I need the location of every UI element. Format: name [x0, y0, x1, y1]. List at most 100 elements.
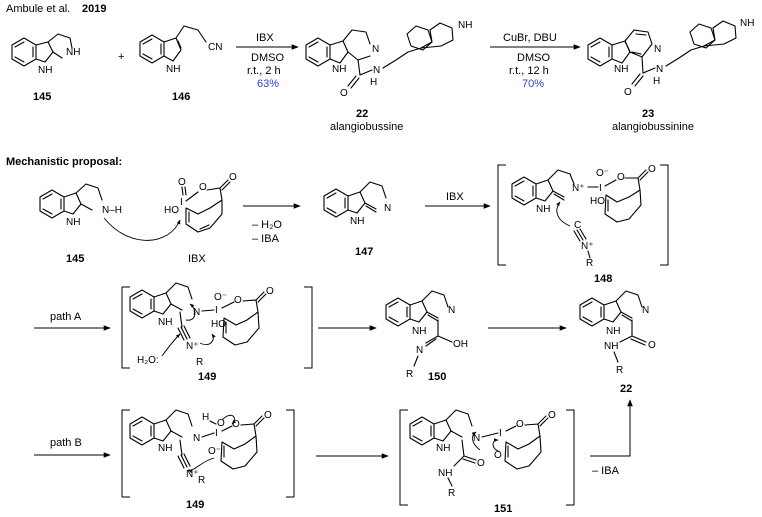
atom-label: NH [740, 18, 754, 29]
plus-sign: + [118, 51, 124, 63]
atom-label: O [624, 87, 632, 98]
atom-label: O [494, 450, 502, 461]
atom-label: N [656, 64, 663, 75]
compound-149-path-b: N I H O O⁻ O O NH N⁺ R [121, 409, 295, 498]
final-loss-iba: – IBA [592, 465, 620, 477]
atom-label: HO [211, 319, 226, 330]
mech2-reagent: IBX [446, 191, 464, 203]
step2-reagent: CuBr, DBU [503, 32, 557, 44]
atom-label: O [617, 172, 625, 183]
atom-label: NH [606, 326, 620, 337]
atom-label: N [384, 203, 391, 214]
compound-149-path-a: N I O⁻ HO O O NH N⁺ R H₂O: [121, 282, 313, 369]
path-b-final-arrow [590, 399, 633, 457]
atom-label: H [202, 412, 209, 423]
atom-label: I [599, 183, 602, 194]
atom-label: C [574, 220, 581, 231]
atom-label: O [199, 182, 207, 193]
compound-147: N NH [323, 181, 391, 227]
atom-label: I [180, 197, 183, 208]
atom-label: NH [350, 216, 364, 227]
step2-conditions: r.t., 12 h [509, 65, 549, 77]
atom-label: NH [614, 64, 628, 75]
compound-number-146: 146 [172, 91, 190, 103]
compound-151: N I O O O NH O NH R [399, 409, 575, 506]
atom-label: NH [604, 341, 618, 352]
atom-label: O [178, 177, 186, 188]
atom-label: N⁺ [186, 469, 199, 480]
atom-label: O⁻ [208, 446, 221, 457]
atom-label: I [499, 428, 502, 439]
atom-label: NH [158, 317, 172, 328]
atom-label: O [548, 410, 556, 421]
atom-label: N⁺ [572, 183, 585, 194]
ibx-label: IBX [188, 253, 206, 265]
atom-label: N [416, 345, 423, 356]
compound-number-147: 147 [355, 246, 373, 258]
atom-label: O [234, 295, 242, 306]
atom-label: O [232, 419, 240, 430]
atom-label: N [654, 44, 661, 55]
compound-145-mechanism: N–H NH [39, 183, 181, 241]
atom-label: O⁻ [596, 168, 609, 179]
atom-label: N⁺ [186, 341, 199, 352]
path-b-label: path B [50, 437, 82, 449]
compound-number-151: 151 [494, 503, 512, 515]
atom-label: NH [158, 443, 172, 454]
atom-label: H [370, 77, 377, 88]
compound-number-148: 148 [594, 273, 612, 285]
atom-label: I [215, 428, 218, 439]
step1-yield: 63% [257, 78, 279, 90]
atom-label: NH [412, 326, 426, 337]
compound-number-149-a: 149 [198, 371, 216, 383]
atom-label: N [193, 433, 200, 444]
atom-label: O [229, 172, 237, 183]
atom-label: N⁺ [581, 241, 594, 252]
compound-22-mechanism: N O NH R NH [579, 290, 656, 376]
atom-label: N–H [102, 205, 122, 216]
atom-label: NH [38, 65, 52, 76]
compound-145-top: NH NH [11, 33, 80, 76]
atom-label: R [196, 357, 203, 368]
atom-label: R [616, 365, 623, 376]
atom-label: I [215, 305, 218, 316]
atom-label: O [217, 418, 225, 429]
step2-solvent: DMSO [517, 52, 550, 64]
atom-label: OH [453, 339, 468, 350]
atom-label: R [448, 488, 455, 499]
compound-number-145: 145 [33, 91, 51, 103]
atom-label: NH [166, 64, 180, 75]
atom-label: O [264, 410, 272, 421]
atom-label: R [586, 258, 593, 269]
atom-label: O [648, 340, 656, 351]
step1-reagent: IBX [256, 32, 274, 44]
compound-number-22: 22 [356, 108, 368, 120]
atom-label: O⁻ [214, 292, 227, 303]
name-alangiobussine: alangiobussine [330, 121, 403, 133]
section-title: Mechanistic proposal: [6, 156, 122, 168]
atom-label: NH [458, 20, 472, 31]
atom-label: H [653, 76, 660, 87]
atom-label: NH [438, 468, 452, 479]
atom-label: N [448, 305, 455, 316]
citation-year: 2019 [82, 3, 106, 15]
water-label: H₂O: [137, 355, 159, 366]
nitrile-label: CN [208, 42, 222, 53]
compound-number-150: 150 [428, 371, 446, 383]
atom-label: HO [164, 205, 179, 216]
compound-number-149-b: 149 [186, 499, 204, 511]
step1-solvent: DMSO [251, 52, 284, 64]
atom-label: NH [332, 64, 346, 75]
atom-label: NH [66, 217, 80, 228]
atom-label: NH [436, 443, 450, 454]
atom-label: N [642, 305, 649, 316]
mech1-loss-iba: – IBA [252, 233, 280, 245]
step1-conditions: r.t., 2 h [247, 65, 281, 77]
compound-148: N⁺ I O⁻ HO O O NH C N⁺ R [497, 164, 669, 269]
path-a-label: path A [50, 311, 82, 323]
atom-label: O [266, 286, 274, 297]
atom-label: N [473, 433, 480, 444]
atom-label: NH [536, 204, 550, 215]
name-alangiobussinine: alangiobussinine [612, 121, 694, 133]
